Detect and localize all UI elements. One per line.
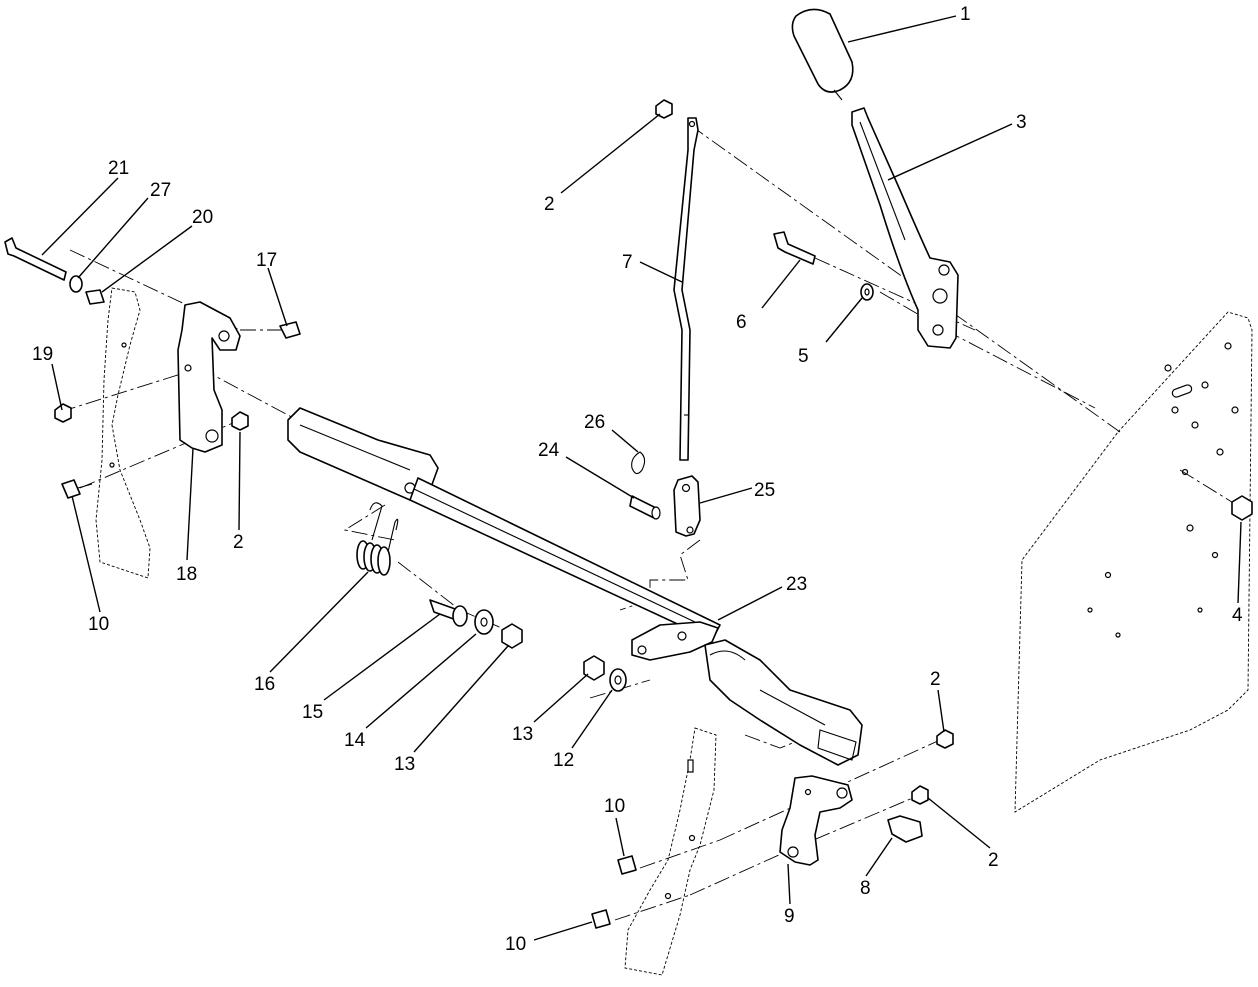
callout-10: 10 xyxy=(604,796,625,817)
callout-3: 3 xyxy=(1016,112,1027,133)
callout-2: 2 xyxy=(930,669,941,690)
leader-lines xyxy=(41,15,1242,941)
spring-16 xyxy=(356,502,399,576)
bracket-9 xyxy=(779,775,853,866)
bolt-21 xyxy=(4,237,67,281)
bolt-6 xyxy=(773,231,816,265)
washer-14 xyxy=(474,609,494,635)
callout-17: 17 xyxy=(256,250,277,271)
callout-15: 15 xyxy=(302,702,323,723)
right-side-plate xyxy=(1014,311,1253,813)
bolt-17 xyxy=(279,321,301,339)
callout-18: 18 xyxy=(176,564,197,585)
callout-10: 10 xyxy=(88,614,109,635)
spacer-15 xyxy=(429,599,468,627)
bolt-10-lower-a xyxy=(617,855,637,875)
control-rod xyxy=(673,117,699,461)
lever-arm xyxy=(851,107,959,349)
nut-19 xyxy=(54,403,72,423)
callout-8: 8 xyxy=(860,878,871,899)
nut-13-b xyxy=(583,655,605,681)
callout-6: 6 xyxy=(736,312,747,333)
callout-25: 25 xyxy=(754,480,775,501)
nut-2-lower-a xyxy=(936,729,954,749)
callout-20: 20 xyxy=(192,207,213,228)
callout-labels: 1 3 2 7 6 5 21 27 20 17 19 26 24 25 2 18… xyxy=(32,4,1243,955)
bolt-10-left xyxy=(61,479,93,499)
clevis xyxy=(673,475,701,537)
callout-24: 24 xyxy=(538,440,560,461)
bolt-10-lower-b xyxy=(591,909,611,929)
callout-4: 4 xyxy=(1232,605,1243,626)
clevis-pin xyxy=(629,495,661,520)
washer-27 xyxy=(69,275,83,293)
callout-19: 19 xyxy=(32,344,53,365)
handle-grip xyxy=(791,8,854,101)
nut-2-lower-b xyxy=(911,785,929,805)
callout-10: 10 xyxy=(505,934,526,955)
spacer-20 xyxy=(85,289,105,305)
callout-7: 7 xyxy=(622,252,633,273)
callout-14: 14 xyxy=(344,730,366,751)
washer-5 xyxy=(860,283,874,301)
bracket-18 xyxy=(177,301,241,453)
callout-23: 23 xyxy=(786,574,807,595)
callout-1: 1 xyxy=(960,4,971,25)
lower-right-side-plate xyxy=(624,727,717,976)
washer-12 xyxy=(609,668,627,692)
callout-2: 2 xyxy=(233,532,244,553)
nut-2-top xyxy=(655,99,673,119)
bolt-8 xyxy=(887,815,923,843)
nut-2-bracket18 xyxy=(231,411,249,431)
callout-2: 2 xyxy=(544,194,555,215)
callout-13: 13 xyxy=(512,724,533,745)
callout-26: 26 xyxy=(584,412,605,433)
callout-27: 27 xyxy=(150,180,171,201)
cotter-pin xyxy=(631,451,646,475)
flange-nut-4 xyxy=(1231,495,1253,521)
callout-2: 2 xyxy=(988,850,999,871)
callout-12: 12 xyxy=(553,750,574,771)
callout-16: 16 xyxy=(254,674,275,695)
callout-21: 21 xyxy=(108,158,129,179)
lift-shaft-23 xyxy=(287,407,863,766)
left-side-plate xyxy=(95,287,151,579)
callout-9: 9 xyxy=(784,906,795,927)
callout-5: 5 xyxy=(798,346,809,367)
callout-13: 13 xyxy=(394,754,415,775)
nut-13-a xyxy=(501,623,523,649)
